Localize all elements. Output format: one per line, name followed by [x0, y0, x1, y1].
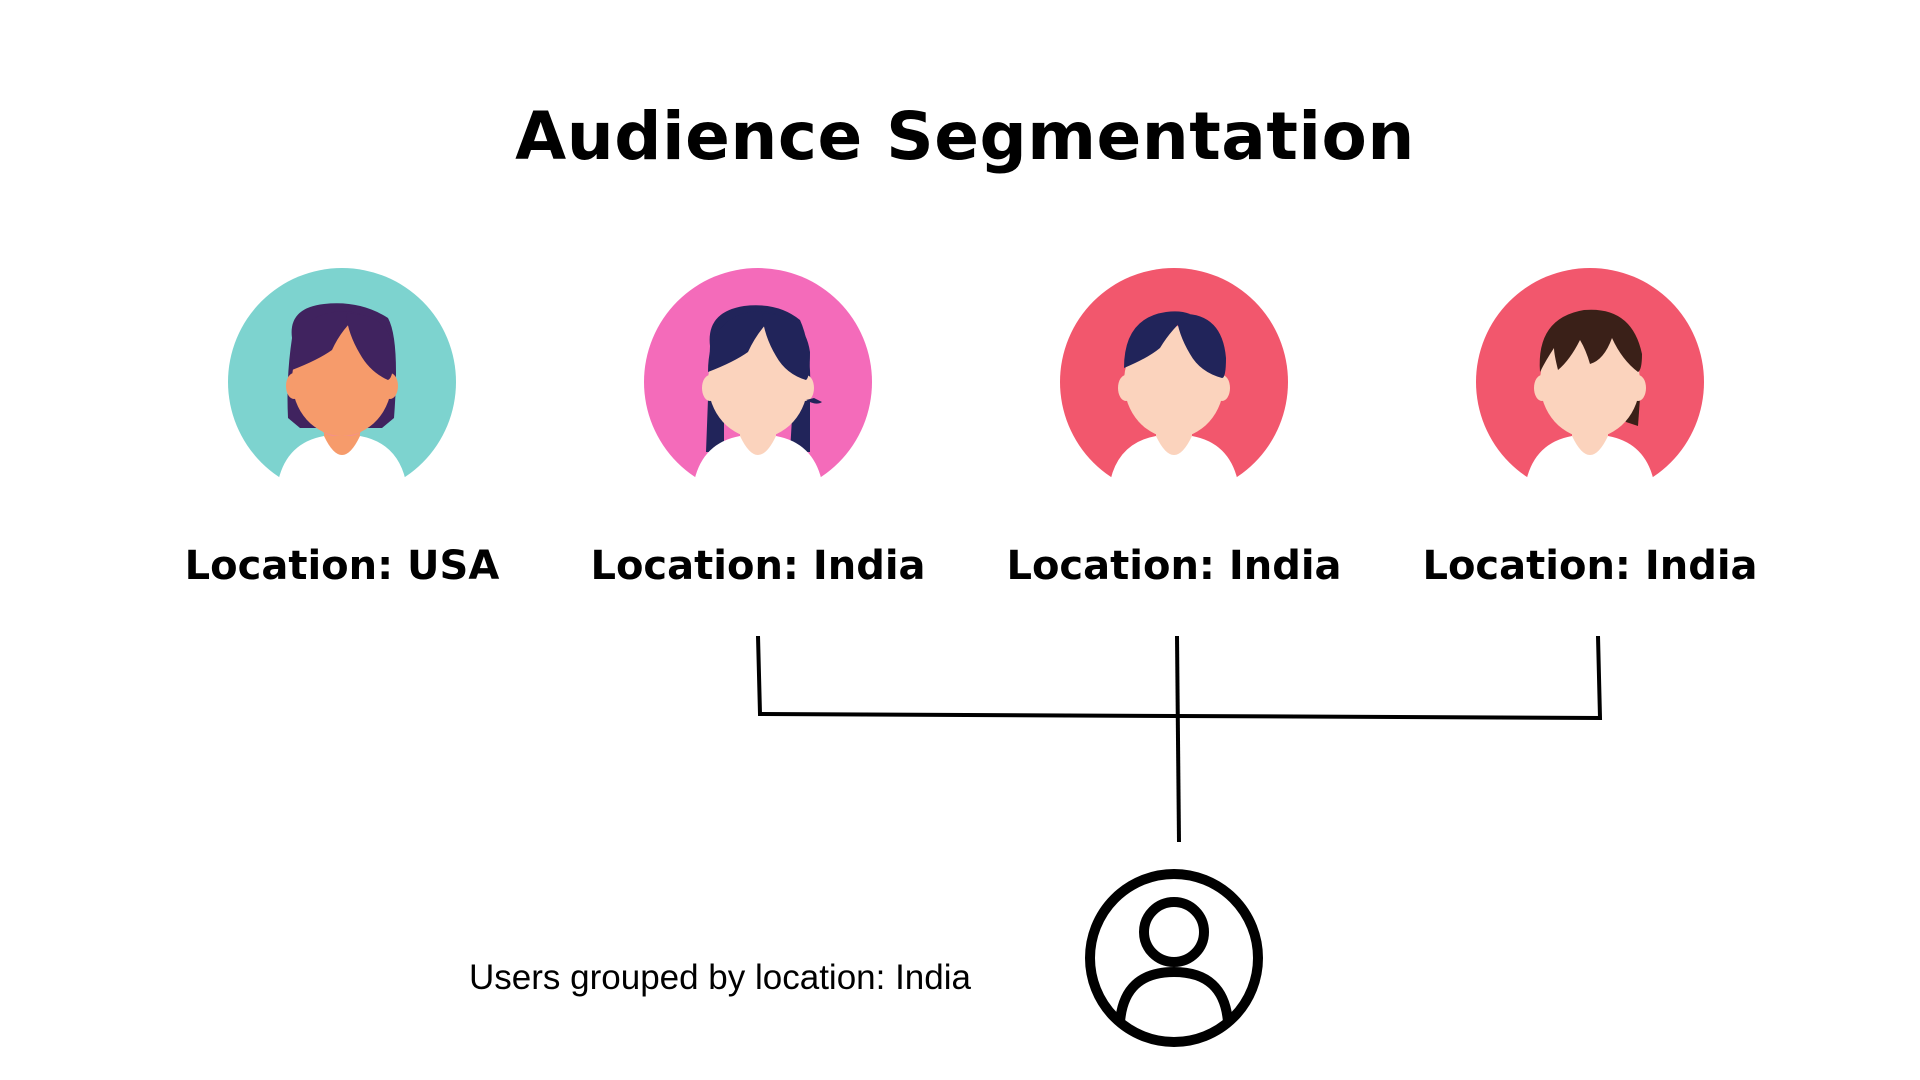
user-card-4: Location: India — [1420, 268, 1760, 608]
avatar-neckline — [324, 436, 360, 455]
avatar-hair-top — [1539, 309, 1642, 372]
avatar-shirt — [1526, 436, 1654, 480]
man-avatar-icon — [1060, 268, 1288, 480]
group-caption: Users grouped by location: India — [469, 958, 971, 997]
avatar-hair-fringe — [708, 311, 776, 372]
icon-head — [1139, 897, 1209, 967]
man-avatar-icon — [1476, 268, 1704, 480]
avatar-hair-fringe — [1124, 311, 1190, 368]
user-card-1: Location: USA — [172, 268, 512, 608]
location-label: Location: India — [1006, 543, 1342, 589]
location-label: Location: India — [1422, 543, 1758, 589]
avatar-hair-side — [762, 313, 810, 380]
avatar-shirt — [694, 436, 822, 480]
avatar-neckline — [1572, 436, 1608, 455]
avatar-neckline — [1156, 436, 1192, 455]
woman-avatar-icon — [228, 268, 456, 480]
location-label: Location: USA — [184, 543, 500, 589]
connector-center-drop — [1175, 635, 1181, 843]
avatar-hair-side — [346, 313, 394, 380]
page-title: Audience Segmentation — [515, 98, 1415, 175]
avatar-shirt — [278, 436, 406, 480]
avatar-earring — [806, 398, 822, 404]
connector-bracket — [756, 635, 1603, 721]
location-label: Location: India — [590, 543, 926, 589]
avatar-shirt — [1110, 436, 1238, 480]
avatar-neckline — [740, 436, 776, 455]
user-card-3: Location: India — [1004, 268, 1344, 608]
avatar-hair-side — [1176, 313, 1226, 378]
user-circle-icon — [1085, 869, 1263, 1047]
user-card-2: Location: India — [588, 268, 928, 608]
avatar-hair-fringe — [292, 311, 360, 370]
icon-body — [1115, 966, 1233, 1023]
icon-outer-ring — [1085, 869, 1263, 1047]
woman-avatar-icon — [644, 268, 872, 480]
